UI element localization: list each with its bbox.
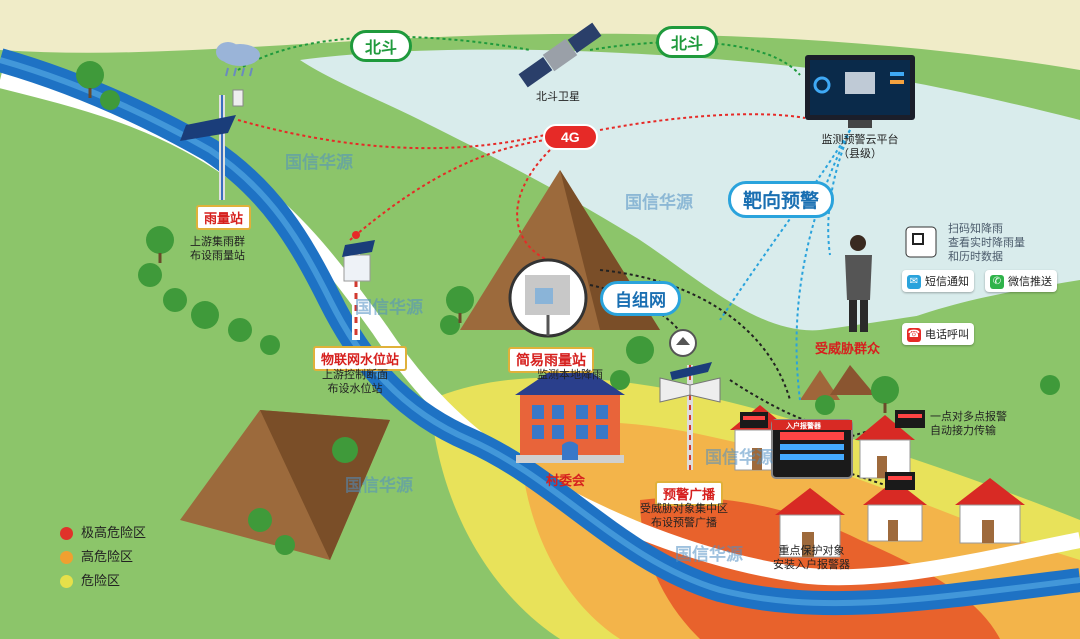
cloud-platform-title: 监测预警云平台 xyxy=(821,134,899,146)
wechat-card: ✆ 微信推送 xyxy=(985,270,1057,293)
simple-rain-label: 简易雨量站 xyxy=(508,347,594,373)
legend-danger-dot xyxy=(60,575,73,589)
rain-station-desc-line2: 布设雨量站 xyxy=(190,250,245,262)
broadcast-label: 预警广播 xyxy=(655,481,724,506)
scan-line3: 和历时数据 xyxy=(948,251,1003,263)
fourg-link: 4G xyxy=(543,124,598,150)
watermark: 国信华源 xyxy=(285,153,353,172)
threatened-people-label: 受威胁群众 xyxy=(815,341,881,356)
broadcast-desc-line2: 布设预警广播 xyxy=(651,517,717,529)
sms-icon: ✉ xyxy=(907,275,921,290)
targeted-warning-label: 靶向预警 xyxy=(728,181,835,218)
wechat-icon: ✆ xyxy=(990,275,1004,290)
village-label: 村委会 xyxy=(546,473,586,488)
legend-danger: 危险区 xyxy=(60,570,120,589)
simple-rain-desc: 监测本地降雨 xyxy=(537,369,603,381)
cloud-platform-level: （县级） xyxy=(838,148,882,160)
legend-danger-label: 危险区 xyxy=(81,573,121,588)
key-protect-line1: 重点保护对象 xyxy=(778,545,845,557)
phone-card: ☎ 电话呼叫 xyxy=(902,323,974,346)
legend-extreme: 极高危险区 xyxy=(60,522,146,541)
water-station-desc: 上游控制断面 布设水位站 xyxy=(322,368,388,396)
scan-line1: 扫码知降雨 xyxy=(948,223,1003,235)
scan-qr-info: 扫码知降雨 查看实时降雨量 和历时数据 xyxy=(948,222,1025,264)
wechat-label: 微信推送 xyxy=(1008,276,1052,288)
satellite-label: 北斗卫星 xyxy=(536,91,580,103)
beidou-link-right: 北斗 xyxy=(656,26,719,58)
beidou-link-left: 北斗 xyxy=(350,30,413,62)
one-to-many-info: 一点对多点报警 自动接力传输 xyxy=(930,410,1007,438)
phone-label: 电话呼叫 xyxy=(925,329,969,341)
watermark: 国信华源 xyxy=(705,448,773,467)
water-station-desc-line1: 上游控制断面 xyxy=(322,369,388,381)
watermark: 国信华源 xyxy=(625,193,693,212)
sms-label: 短信通知 xyxy=(925,276,969,288)
legend-high-label: 高危险区 xyxy=(81,549,134,564)
cloud-platform-label: 监测预警云平台 （县级） xyxy=(815,133,905,161)
broadcast-desc: 受威胁对象集中区 布设预警广播 xyxy=(640,502,728,530)
key-protect-line2: 安装入户报警器 xyxy=(773,559,850,571)
broadcast-desc-line1: 受威胁对象集中区 xyxy=(640,503,728,515)
legend-extreme-dot xyxy=(60,527,73,541)
scan-line2: 查看实时降雨量 xyxy=(948,237,1025,249)
legend-high-dot xyxy=(60,551,73,565)
household-alarm-device-label: 入户报警器 xyxy=(786,423,821,430)
one-to-many-line1: 一点对多点报警 xyxy=(930,411,1007,423)
watermark: 国信华源 xyxy=(355,298,423,317)
one-to-many-line2: 自动接力传输 xyxy=(930,425,996,437)
rain-station-label: 雨量站 xyxy=(196,205,252,230)
self-network-label: 自组网 xyxy=(600,281,681,316)
key-protect-info: 重点保护对象 安装入户报警器 xyxy=(773,544,850,572)
phone-icon: ☎ xyxy=(907,328,921,343)
watermark: 国信华源 xyxy=(675,545,743,564)
watermark: 国信华源 xyxy=(345,476,413,495)
legend-high: 高危险区 xyxy=(60,546,133,565)
rain-station-desc: 上游集雨群 布设雨量站 xyxy=(190,235,245,263)
water-station-label: 物联网水位站 xyxy=(313,346,408,371)
water-station-desc-line2: 布设水位站 xyxy=(327,383,383,395)
sms-card: ✉ 短信通知 xyxy=(902,270,974,293)
legend-extreme-label: 极高危险区 xyxy=(81,525,147,540)
rain-station-desc-line1: 上游集雨群 xyxy=(190,236,245,248)
